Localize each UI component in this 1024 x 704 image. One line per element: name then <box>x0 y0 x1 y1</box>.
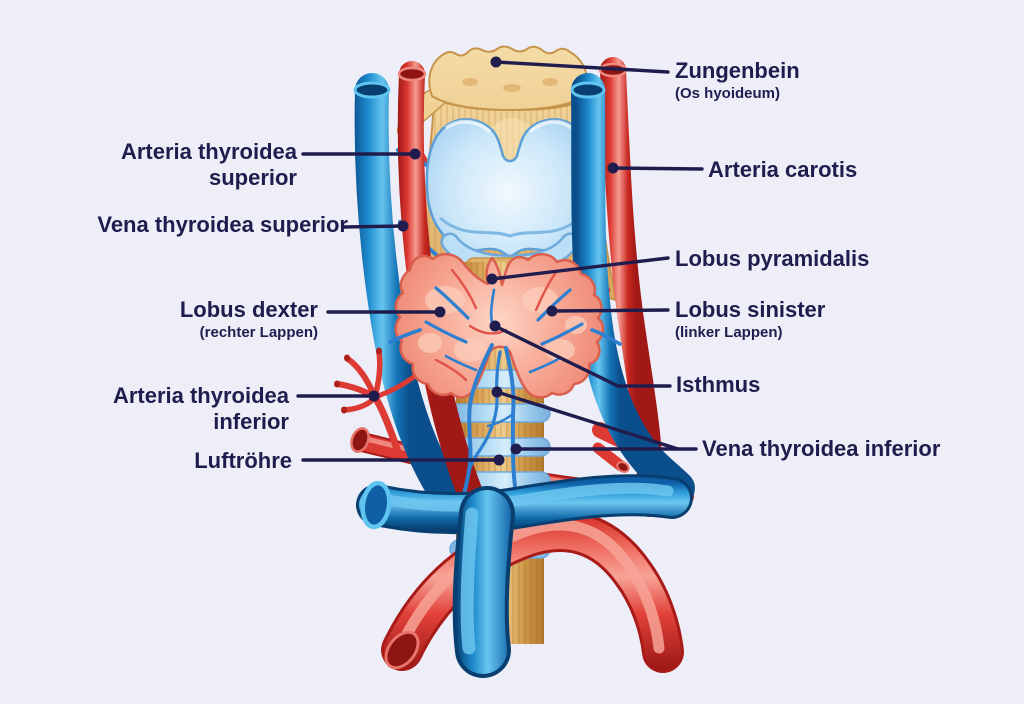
label-subtext: (Os hyoideum) <box>675 85 781 102</box>
label-text: Zungenbein <box>675 58 800 83</box>
label-text: Lobus sinister <box>675 297 826 322</box>
label-text: Arteria thyroidea <box>120 139 297 164</box>
leader-arteria-carotis <box>611 166 704 171</box>
label-text: Isthmus <box>676 372 761 397</box>
label-vena-thyroidea-inferior: Vena thyroidea inferior <box>702 436 940 462</box>
leader-lobus-sinister <box>550 308 670 313</box>
aortic-arch <box>381 509 684 673</box>
label-lobus-pyramidalis: Lobus pyramidalis <box>675 246 869 272</box>
superior-vena-cava <box>452 486 515 678</box>
label-subtext: (linker Lappen) <box>675 324 783 341</box>
leader-isthmus <box>493 324 672 388</box>
label-text: inferior <box>213 409 289 434</box>
label-text: superior <box>208 165 297 190</box>
label-arteria-thyroidea-superior: Arteria thyroidea superior <box>121 139 297 191</box>
jugular-vein-left <box>353 73 465 513</box>
label-luftroehre: Luftröhre <box>194 448 292 474</box>
brachiocephalic-vein <box>356 474 693 535</box>
label-text: Lobus pyramidalis <box>675 246 870 271</box>
label-isthmus: Isthmus <box>676 372 760 398</box>
label-zungenbein: Zungenbein (Os hyoideum) <box>675 58 800 103</box>
label-arteria-thyroidea-inferior: Arteria thyroidea inferior <box>113 383 289 435</box>
leader-lobus-pyramidalis <box>490 256 670 281</box>
leader-lines <box>296 60 704 462</box>
label-vena-thyroidea-superior: Vena thyroidea superior <box>97 212 348 238</box>
label-lobus-sinister: Lobus sinister (linker Lappen) <box>675 297 825 342</box>
leader-vena-thyroidea-superior <box>342 224 405 229</box>
label-lobus-dexter: Lobus dexter (rechter Lappen) <box>180 297 318 342</box>
label-text: Arteria thyroidea <box>112 383 289 408</box>
label-text: Arteria carotis <box>708 157 858 182</box>
thyroid-cartilage <box>425 118 595 258</box>
leader-zungenbein <box>494 60 670 74</box>
jugular-vein-right <box>570 73 695 505</box>
label-subtext: (rechter Lappen) <box>199 324 318 341</box>
label-text: Vena thyroidea superior <box>97 212 348 237</box>
label-text: Vena thyroidea inferior <box>702 436 941 461</box>
label-text: Lobus dexter <box>179 297 318 322</box>
label-arteria-carotis: Arteria carotis <box>708 157 857 183</box>
leader-dots <box>368 56 619 466</box>
label-text: Luftröhre <box>194 448 292 473</box>
